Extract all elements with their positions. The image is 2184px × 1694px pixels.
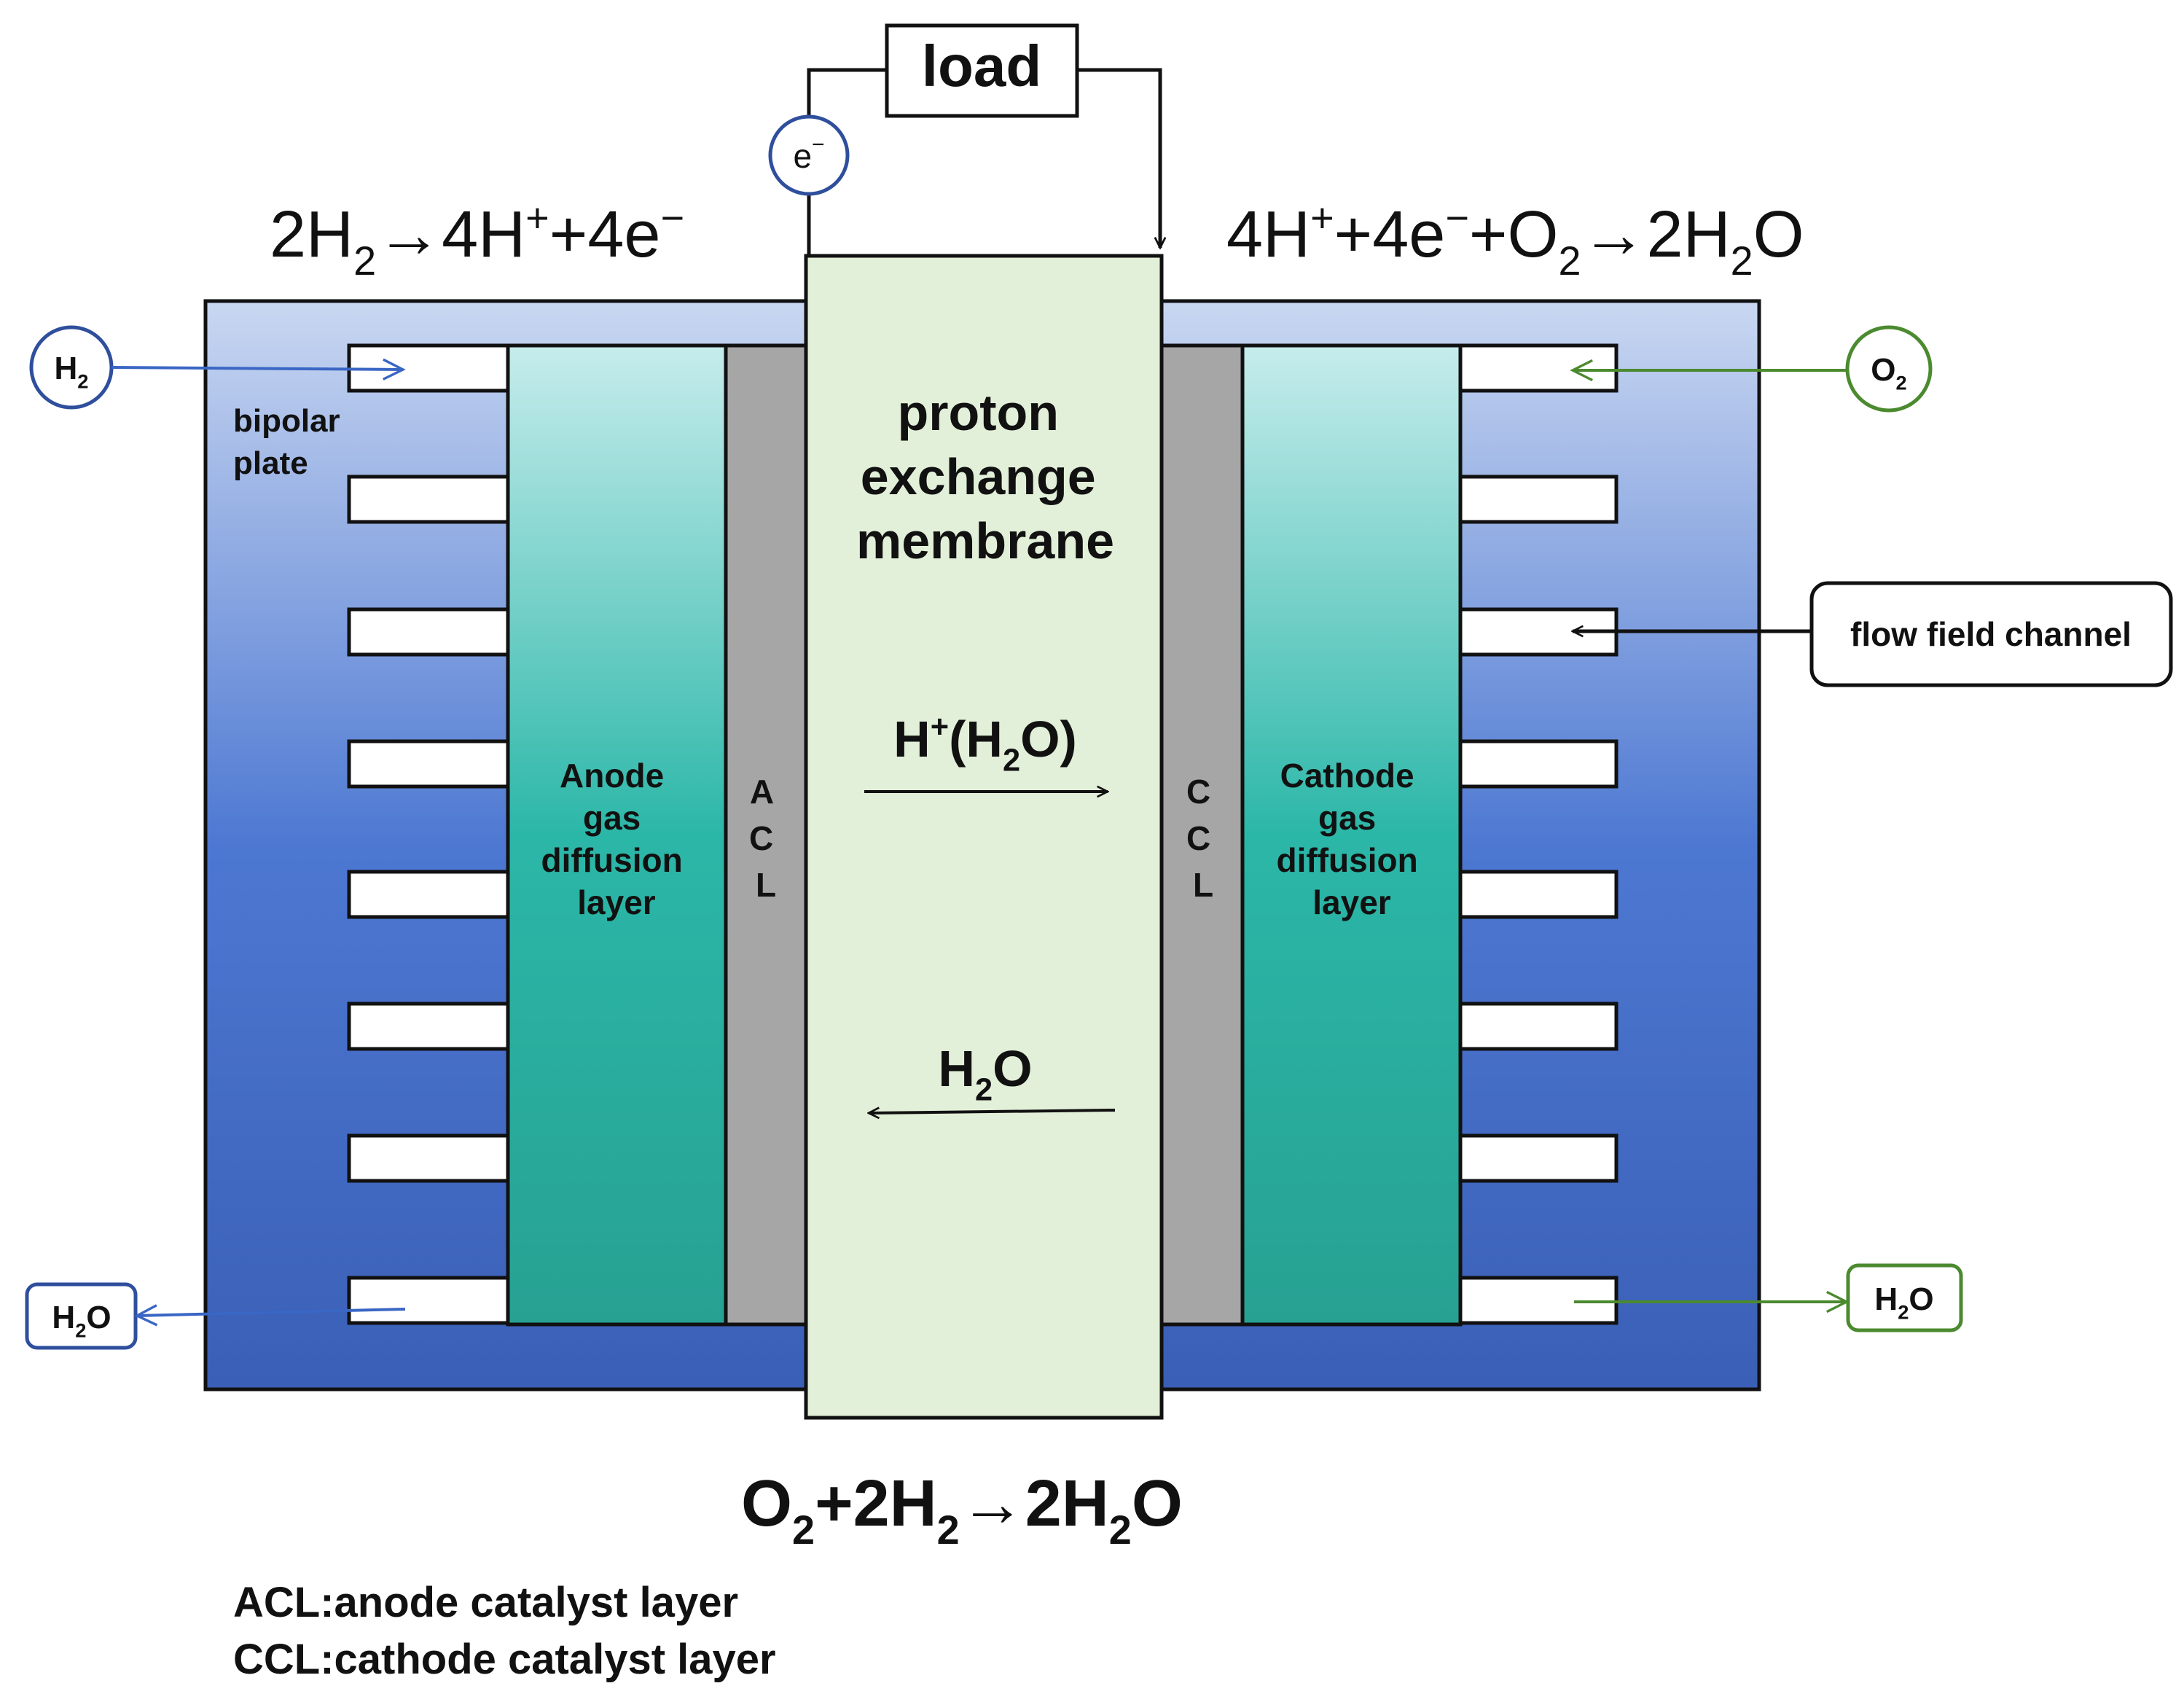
circuit-wire-right bbox=[1077, 68, 1160, 248]
anode-channel bbox=[347, 1133, 512, 1183]
o2-input-label: O2 bbox=[1871, 352, 1906, 394]
h2-input-label: H2 bbox=[55, 351, 89, 392]
membrane-label: proton exchange membrane bbox=[856, 384, 1114, 569]
cathode-channel bbox=[1457, 739, 1619, 789]
flow-field-channel-label: flow field channel bbox=[1850, 615, 2132, 653]
electron-label: e− bbox=[793, 133, 824, 175]
anode-channel bbox=[347, 870, 512, 919]
cathode-flow-channels bbox=[1457, 343, 1619, 1325]
cathode-channel bbox=[1457, 1133, 1619, 1183]
anode-channel bbox=[347, 739, 512, 789]
anode-gdl-label: Anode gas diffusion layer bbox=[541, 757, 692, 921]
water-transport-arrow bbox=[869, 1110, 1116, 1113]
anode-water-output-arrow bbox=[137, 1309, 406, 1316]
overall-reaction: O2+2H2→2H2O bbox=[741, 1467, 1183, 1553]
legend-acl: ACL:anode catalyst layer bbox=[233, 1579, 738, 1626]
anode-flow-channels bbox=[347, 343, 512, 1325]
h2-input-arrow bbox=[111, 367, 403, 370]
cathode-gdl-label: Cathode gas diffusion layer bbox=[1277, 757, 1428, 921]
anode-channel bbox=[347, 607, 512, 657]
cathode-water-output-label: H2O bbox=[1874, 1281, 1933, 1323]
electron-circle bbox=[768, 114, 850, 196]
proton-exchange-membrane bbox=[804, 254, 1164, 1420]
cathode-reaction: 4H++4e−+O2→2H2O bbox=[1226, 195, 1804, 284]
anode-gas-diffusion-layer bbox=[506, 343, 728, 1327]
cathode-catalyst-layer bbox=[1159, 343, 1245, 1327]
anode-catalyst-layer bbox=[724, 343, 808, 1327]
cathode-channel bbox=[1457, 1002, 1619, 1051]
proton-transport-label: H+(H2O) bbox=[893, 709, 1077, 778]
acl-label: A C L bbox=[749, 773, 783, 904]
anode-water-output-label: H2O bbox=[52, 1300, 111, 1341]
anode-reaction: 2H2→4H++4e− bbox=[270, 195, 684, 284]
load-label: load bbox=[922, 34, 1041, 98]
anode-channel bbox=[347, 1002, 512, 1051]
legend-ccl: CCL:cathode catalyst layer bbox=[233, 1636, 776, 1683]
cathode-gas-diffusion-layer bbox=[1240, 343, 1463, 1327]
anode-channel bbox=[347, 475, 512, 524]
water-transport-label: H2O bbox=[938, 1040, 1032, 1108]
anode-channel bbox=[347, 1276, 512, 1325]
cathode-channel bbox=[1457, 475, 1619, 524]
cathode-channel bbox=[1457, 343, 1619, 393]
load-box bbox=[885, 23, 1079, 118]
flow-field-channel-callout bbox=[1809, 581, 2173, 687]
cathode-channel bbox=[1457, 870, 1619, 919]
bipolar-plate-label: bipolar plate bbox=[233, 403, 349, 481]
ccl-label: C C L bbox=[1186, 773, 1220, 904]
